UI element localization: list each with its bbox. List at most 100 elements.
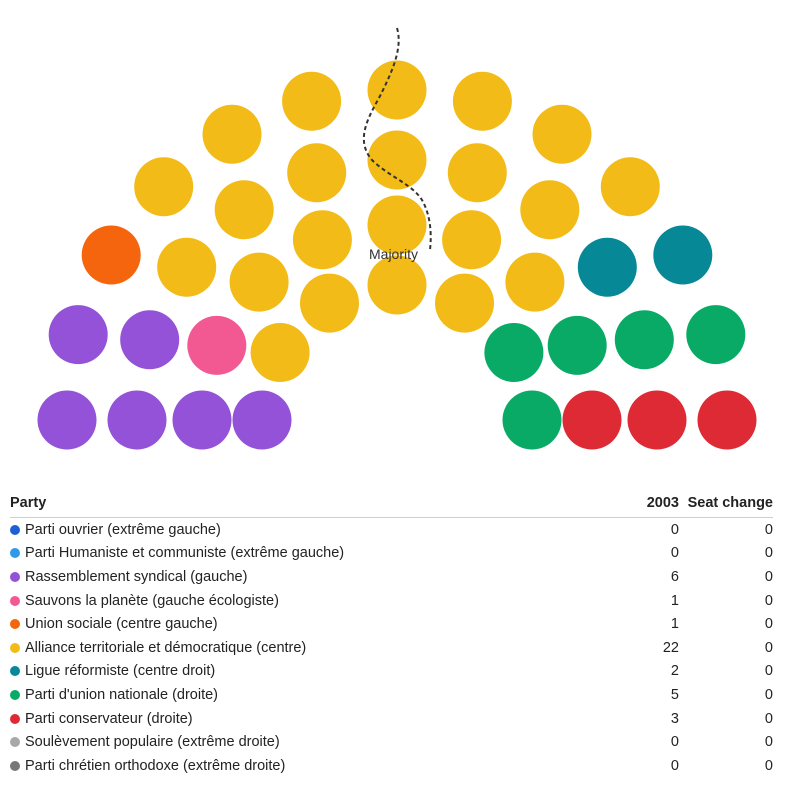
parliament-chart: Majority: [37, 27, 757, 450]
seat-change-cell: 0: [764, 568, 773, 585]
seat: [614, 310, 674, 370]
party-cell: Union sociale (centre gauche): [10, 612, 590, 636]
table-row: Parti Humaniste et communiste (extrême g…: [10, 542, 773, 566]
seat-group: [37, 60, 757, 450]
seat-change-cell: 0: [764, 686, 773, 703]
table-row: Union sociale (centre gauche) 1 0: [10, 612, 773, 636]
seat: [120, 310, 180, 370]
seat: [532, 104, 592, 164]
seats-cell: 0: [670, 521, 679, 538]
party-color-dot: [10, 642, 20, 653]
seat-change-cell: 0: [764, 592, 773, 609]
seat: [653, 225, 713, 285]
seat: [81, 225, 141, 285]
seat: [367, 195, 427, 255]
party-cell: Alliance territoriale et démocratique (c…: [10, 636, 590, 660]
party-color-dot: [10, 524, 20, 535]
seat: [697, 390, 757, 450]
seat: [232, 390, 292, 450]
table-row: Parti conservateur (droite) 3 0: [10, 707, 773, 731]
party-cell: Parti d'union nationale (droite): [10, 683, 590, 707]
table-row: Rassemblement syndical (gauche) 6 0: [10, 565, 773, 589]
party-name: Parti Humaniste et communiste (extrême g…: [25, 545, 345, 562]
party-color-dot: [10, 595, 20, 606]
seats-cell: 0: [670, 757, 679, 774]
seat: [287, 143, 347, 203]
table-header-row: Party 2003 Seat change: [10, 494, 773, 518]
party-cell: Soulèvement populaire (extrême droite): [10, 730, 590, 754]
table-row: Alliance territoriale et démocratique (c…: [10, 636, 773, 660]
table-row: Parti d'union nationale (droite) 5 0: [10, 683, 773, 707]
party-cell: Parti chrétien orthodoxe (extrême droite…: [10, 754, 590, 778]
results-table: Party 2003 Seat change Parti ouvrier (ex…: [10, 494, 773, 778]
seats-cell: 5: [670, 686, 679, 703]
seats-cell: 1: [670, 616, 679, 633]
seat: [300, 273, 359, 333]
seat-change-cell: 0: [764, 521, 773, 538]
table-row: Parti chrétien orthodoxe (extrême droite…: [10, 754, 773, 778]
party-name: Rassemblement syndical (gauche): [25, 568, 248, 585]
seat: [562, 390, 622, 450]
header-2003: 2003: [590, 494, 679, 518]
seat: [37, 390, 97, 450]
seat-change-cell: 0: [764, 639, 773, 656]
seat: [627, 390, 687, 450]
party-color-dot: [10, 619, 20, 630]
seats-cell: 0: [670, 545, 679, 562]
seat: [134, 157, 194, 217]
seat-change-cell: 0: [764, 545, 773, 562]
seat: [600, 157, 660, 217]
seats-cell: 3: [670, 710, 679, 727]
seat-change-cell: 0: [764, 757, 773, 774]
seats-cell: 6: [670, 568, 679, 585]
seat: [172, 390, 232, 450]
seat: [447, 143, 507, 203]
seat: [547, 315, 607, 375]
party-color-dot: [10, 548, 20, 559]
party-name: Parti chrétien orthodoxe (extrême droite…: [25, 757, 286, 774]
party-name: Parti d'union nationale (droite): [25, 686, 218, 703]
seat: [214, 180, 274, 240]
party-cell: Parti conservateur (droite): [10, 707, 590, 731]
party-color-dot: [10, 689, 20, 700]
party-cell: Rassemblement syndical (gauche): [10, 565, 590, 589]
seat-change-cell: 0: [764, 710, 773, 727]
party-name: Sauvons la planète (gauche écologiste): [25, 592, 279, 609]
seat: [157, 237, 217, 297]
majority-line: [362, 27, 432, 251]
party-color-dot: [10, 760, 20, 771]
party-cell: Sauvons la planète (gauche écologiste): [10, 589, 590, 613]
seat-change-cell: 0: [764, 663, 773, 680]
header-party: Party: [10, 494, 590, 518]
seat: [442, 210, 502, 270]
party-name: Parti ouvrier (extrême gauche): [25, 521, 221, 538]
parliament-svg: Majority: [37, 27, 757, 450]
seat: [367, 130, 427, 190]
seats-cell: 2: [670, 663, 679, 680]
seat: [686, 305, 746, 365]
seat: [367, 60, 427, 120]
seat: [505, 252, 565, 312]
seat: [107, 390, 167, 450]
party-name: Soulèvement populaire (extrême droite): [25, 734, 280, 751]
party-color-dot: [10, 571, 20, 582]
seat: [435, 273, 494, 333]
seat: [367, 255, 427, 315]
seat: [520, 180, 580, 240]
seat: [292, 210, 352, 270]
party-color-dot: [10, 713, 20, 724]
seat-change-cell: 0: [764, 616, 773, 633]
seat-change-cell: 0: [764, 734, 773, 751]
seat: [229, 252, 289, 312]
party-cell: Parti Humaniste et communiste (extrême g…: [10, 542, 590, 566]
party-name: Parti conservateur (droite): [25, 710, 193, 727]
seat: [48, 305, 108, 365]
table-row: Parti ouvrier (extrême gauche) 0 0: [10, 518, 773, 542]
party-name: Alliance territoriale et démocratique (c…: [25, 639, 307, 656]
seat: [202, 104, 262, 164]
seat: [282, 71, 342, 131]
party-cell: Parti ouvrier (extrême gauche): [10, 518, 590, 542]
seat: [187, 315, 247, 375]
